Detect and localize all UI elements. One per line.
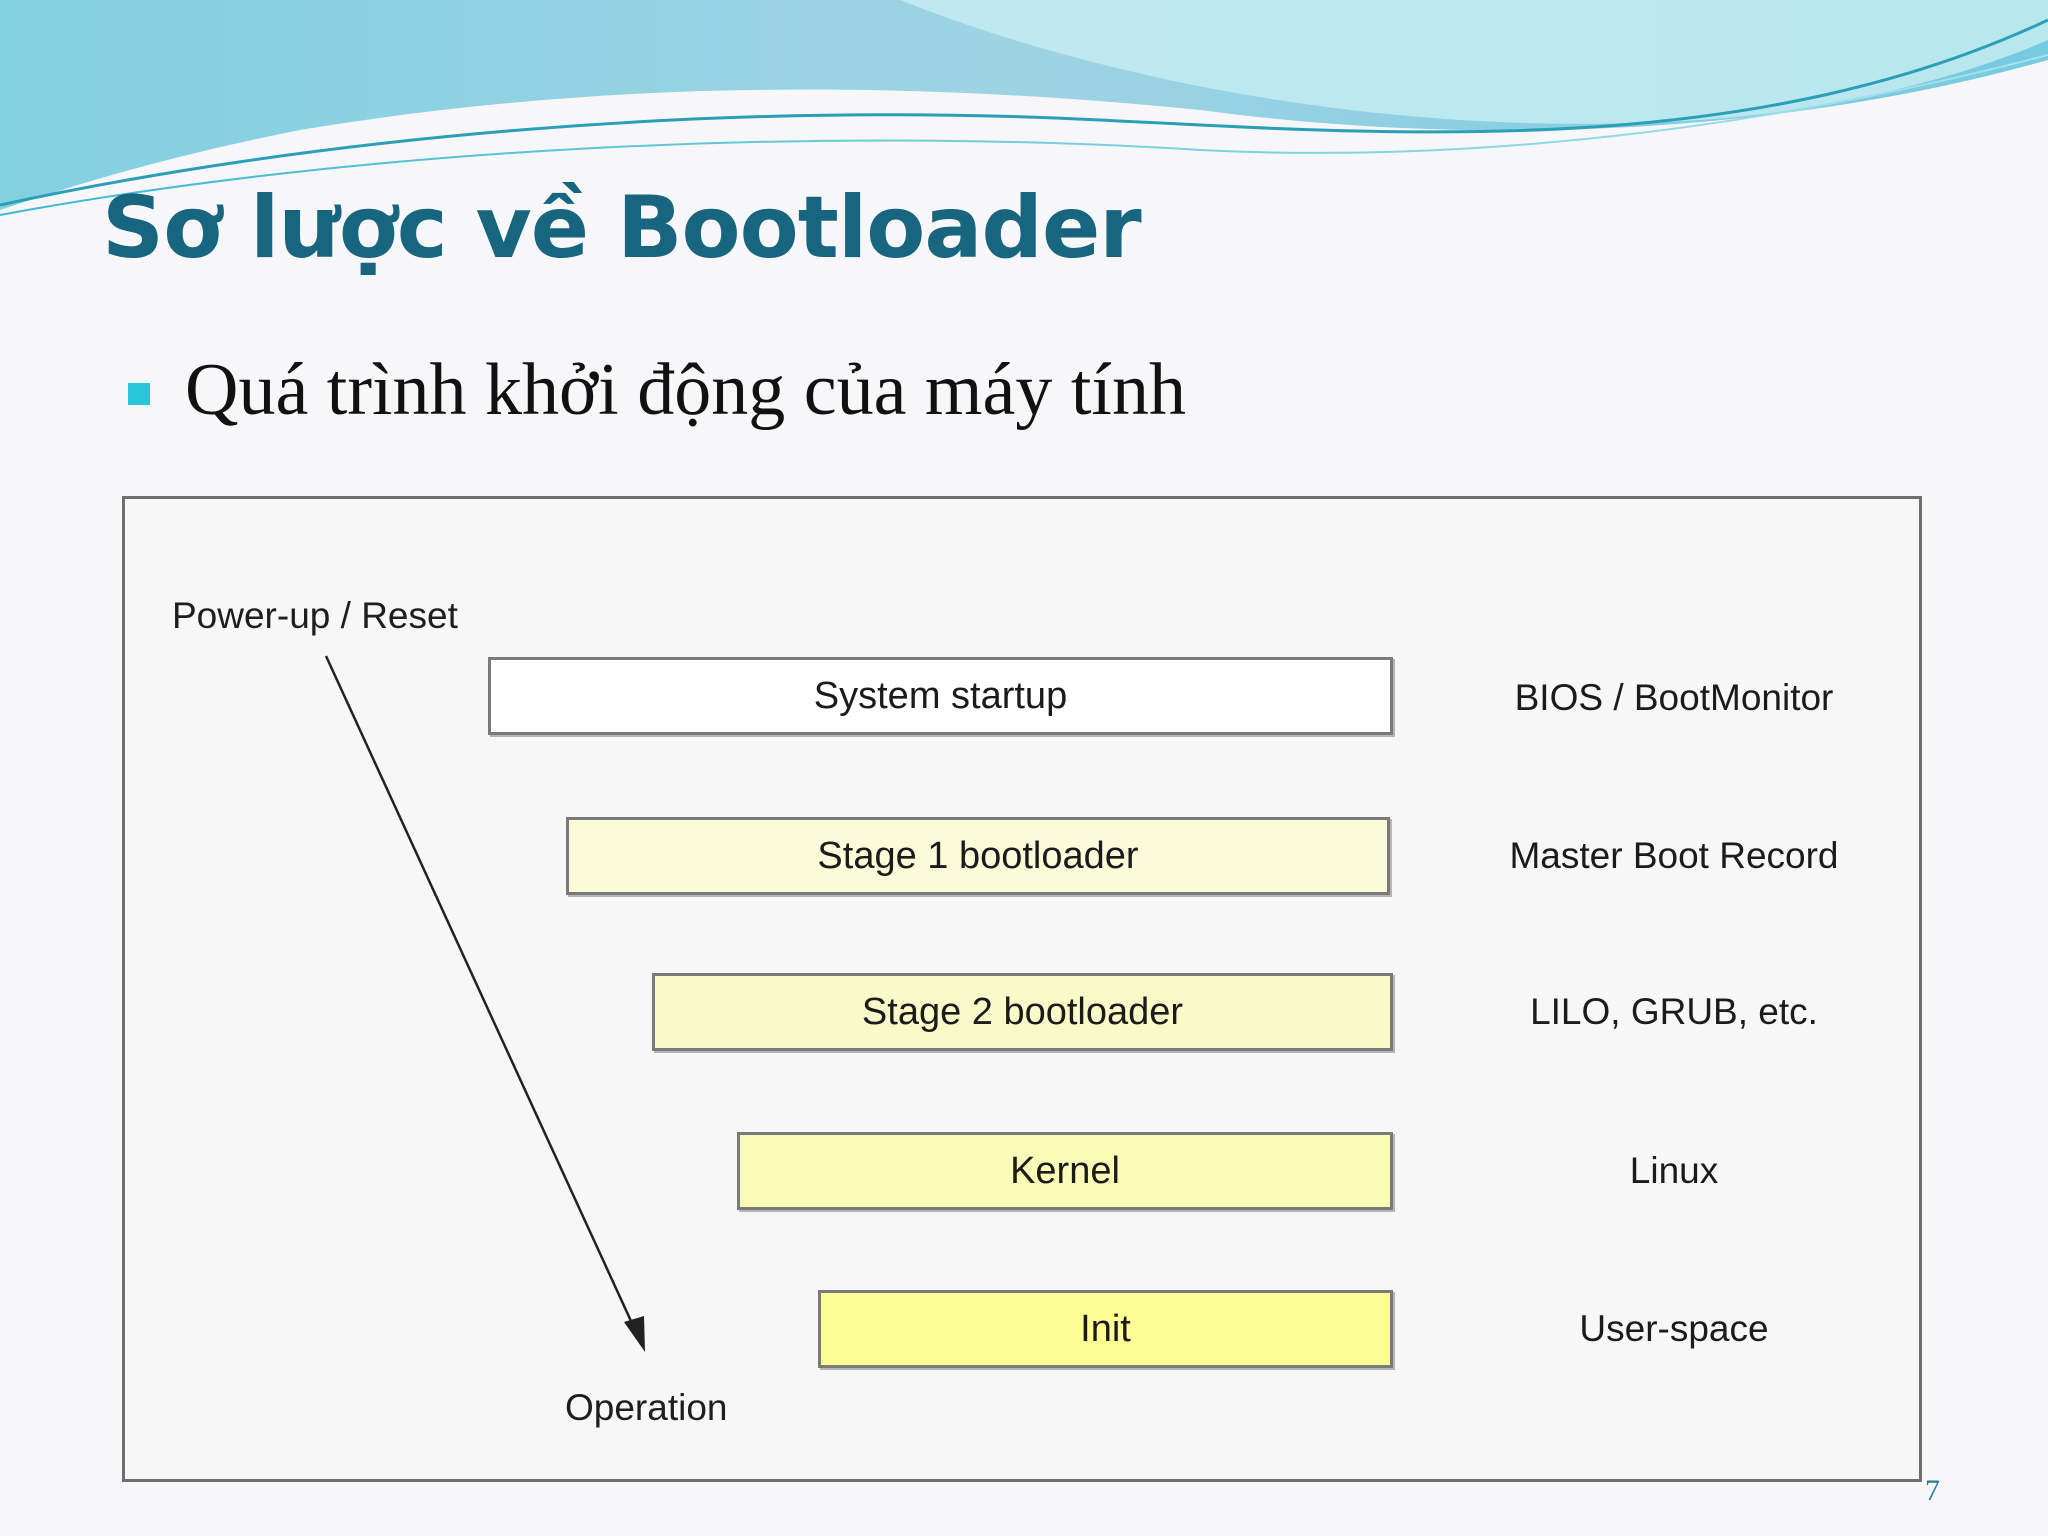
- side-label-mbr: Master Boot Record: [1489, 835, 1859, 877]
- stage-init: Init: [818, 1290, 1393, 1368]
- side-label-lilo-grub: LILO, GRUB, etc.: [1489, 991, 1859, 1033]
- stage-2-bootloader: Stage 2 bootloader: [652, 973, 1393, 1051]
- page-number: 7: [1925, 1474, 1940, 1508]
- side-label-user-space: User-space: [1489, 1308, 1859, 1350]
- slide-title: Sơ lược về Bootloader: [102, 178, 1141, 278]
- stage-1-bootloader: Stage 1 bootloader: [566, 817, 1390, 895]
- side-label-bios: BIOS / BootMonitor: [1489, 677, 1859, 719]
- operation-label: Operation: [565, 1387, 728, 1429]
- power-up-label: Power-up / Reset: [172, 595, 458, 637]
- bullet-text: Quá trình khởi động của máy tính: [185, 348, 1186, 433]
- bullet-marker: [128, 383, 150, 405]
- stage-kernel: Kernel: [737, 1132, 1393, 1210]
- stage-system-startup: System startup: [488, 657, 1393, 735]
- boot-diagram-frame: Power-up / Reset Operation System startu…: [122, 496, 1922, 1482]
- side-label-linux: Linux: [1489, 1150, 1859, 1192]
